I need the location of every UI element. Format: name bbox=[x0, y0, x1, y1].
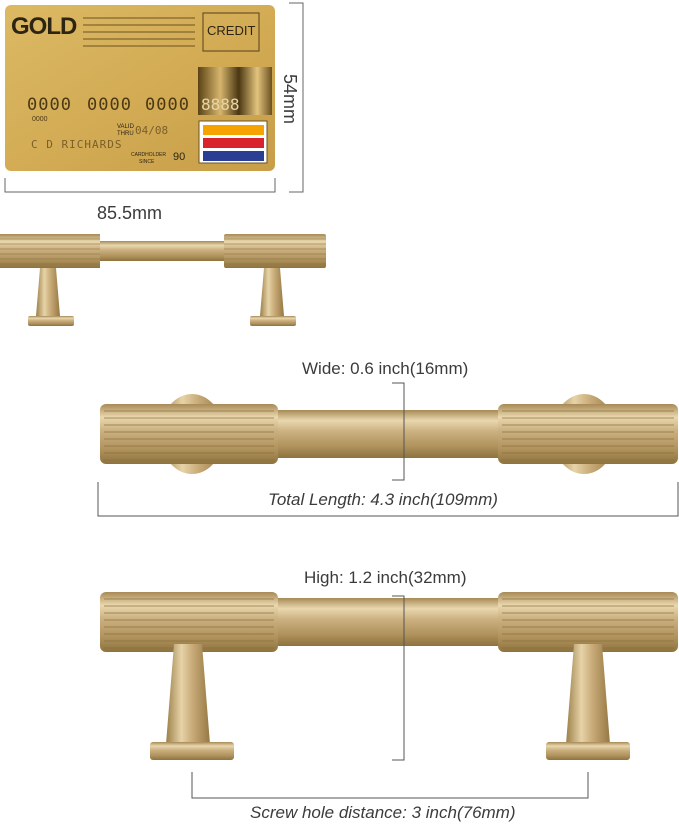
card-expiry: 04/08 bbox=[135, 124, 169, 137]
total-length-label: Total Length: 4.3 inch(109mm) bbox=[268, 490, 498, 509]
card-holder-name: C D RICHARDS bbox=[31, 138, 123, 151]
right-leg bbox=[566, 644, 610, 744]
valid-thru-label-1: VALID bbox=[117, 124, 134, 130]
total-length-bracket bbox=[97, 482, 679, 517]
hologram-icon bbox=[198, 67, 272, 115]
screw-hole-label: Screw hole distance: 3 inch(76mm) bbox=[250, 803, 516, 822]
card-number-3: 0000 bbox=[145, 95, 190, 115]
credit-card-graphic bbox=[5, 5, 275, 171]
credit-card: GOLD CREDIT 0000 0000 0000 8888 0000 VAL… bbox=[5, 5, 275, 171]
card-width-bracket bbox=[4, 178, 276, 193]
right-foot bbox=[546, 742, 630, 760]
wide-bracket bbox=[392, 382, 405, 481]
card-brand: GOLD bbox=[11, 13, 77, 40]
card-small-digits: 0000 bbox=[32, 116, 48, 123]
cardholder-label-1: CARDHOLDER bbox=[131, 152, 167, 158]
left-leg bbox=[166, 644, 210, 744]
cardholder-label-2: SINCE bbox=[139, 159, 155, 165]
high-bracket bbox=[392, 595, 405, 761]
small-handle-image bbox=[0, 234, 326, 326]
card-height-label: 54mm bbox=[280, 74, 300, 125]
card-number-4: 8888 bbox=[201, 95, 240, 114]
left-foot bbox=[150, 742, 234, 760]
card-type-label: CREDIT bbox=[207, 23, 256, 38]
card-number-1: 0000 bbox=[27, 95, 72, 115]
valid-thru-label-2: THRU bbox=[117, 131, 134, 137]
card-dimension-lines bbox=[4, 2, 304, 193]
screw-hole-bracket bbox=[191, 772, 589, 799]
high-label: High: 1.2 inch(32mm) bbox=[304, 568, 467, 587]
top-view-handle-image bbox=[97, 382, 679, 517]
card-width-label: 85.5mm bbox=[97, 203, 163, 223]
wide-label: Wide: 0.6 inch(16mm) bbox=[302, 359, 469, 378]
card-number-2: 0000 bbox=[87, 95, 132, 115]
card-height-bracket bbox=[289, 2, 304, 193]
side-view-handle-image bbox=[100, 592, 678, 799]
card-since: 90 bbox=[173, 151, 186, 163]
